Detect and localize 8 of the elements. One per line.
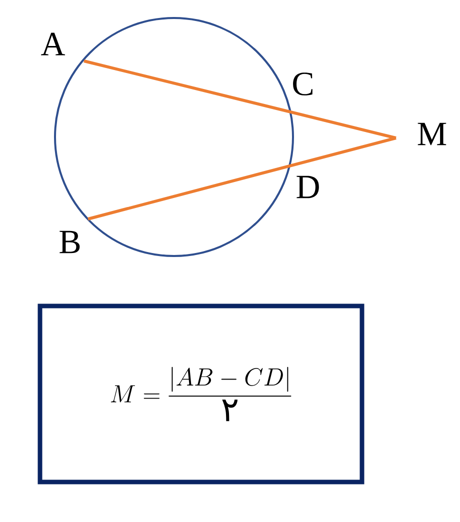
secant-line — [84, 60, 396, 140]
point-label: M — [418, 122, 446, 146]
point-label: D — [296, 176, 319, 198]
point-label: A — [41, 32, 66, 56]
formula-box: $M=\frac{\left|AB-CD\right|}{\text{٢}}$ — [38, 304, 364, 484]
point-label: B — [60, 230, 80, 254]
point-label: C — [293, 72, 312, 96]
secant-line — [88, 136, 396, 220]
